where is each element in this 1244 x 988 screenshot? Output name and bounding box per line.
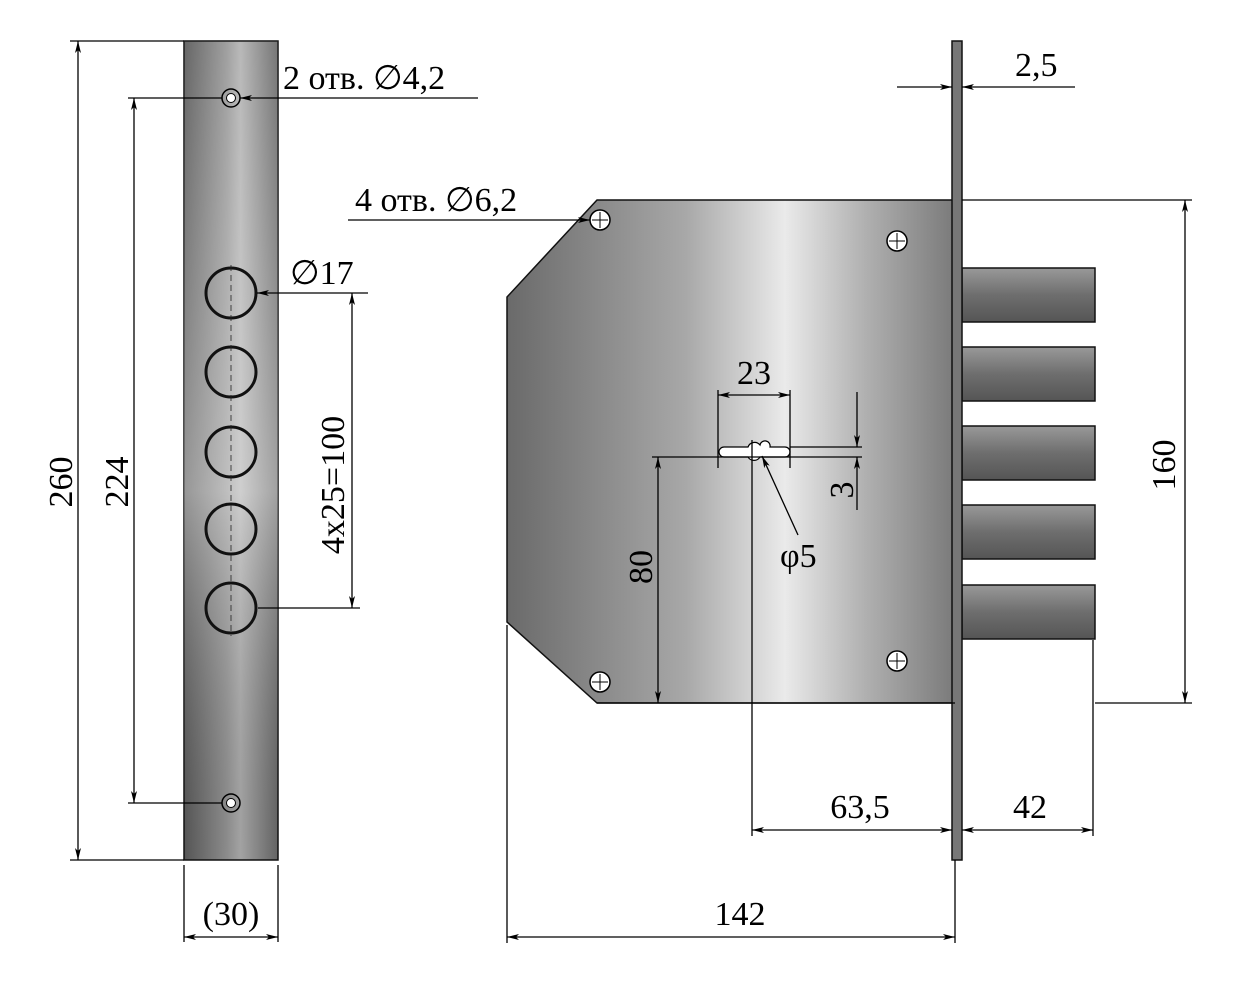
faceplate-view: 260 224 2 отв. ∅4,2 ∅17 4x25=100 (30) [43,40,478,942]
label-pin-5: φ5 [780,538,817,575]
dim-80: 80 [623,550,660,584]
label-bolt-hole-17: ∅17 [290,255,354,292]
label-mount-holes-6-2: 4 отв. ∅6,2 [355,182,517,219]
dim-224: 224 [99,457,136,508]
lock-body-view: 2,5 4 отв. ∅6,2 160 23 3 φ5 80 63,5 42 1… [348,40,1192,943]
dim-260: 260 [43,457,80,508]
dim-bolt-spacing: 4x25=100 [315,416,352,554]
dim-142: 142 [715,896,766,933]
dim-3: 3 [824,482,861,499]
dim-30: (30) [203,896,260,933]
bolts [961,267,1096,640]
dim-2-5: 2,5 [1015,47,1058,84]
lock-faceplate-edge [951,40,963,861]
dim-42: 42 [1013,789,1047,826]
dim-160: 160 [1146,440,1183,491]
dim-23: 23 [737,355,771,392]
dim-63-5: 63,5 [830,789,890,826]
label-mount-holes-4-2: 2 отв. ∅4,2 [283,60,445,97]
